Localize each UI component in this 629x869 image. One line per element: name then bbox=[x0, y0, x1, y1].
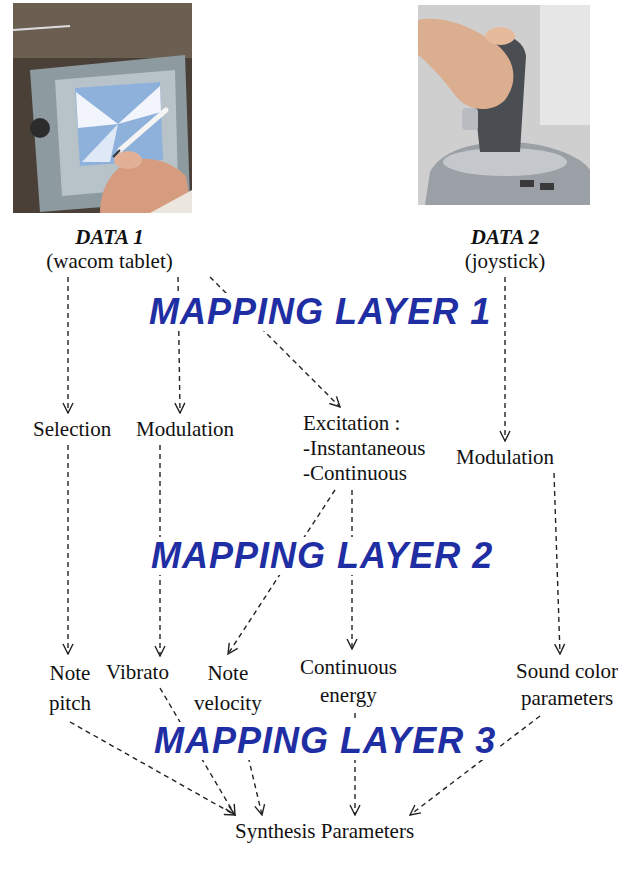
mapping-node: Modulation bbox=[133, 414, 237, 444]
source-heading: DATA 1 bbox=[5, 225, 214, 249]
parameter-node: Note pitch bbox=[46, 655, 94, 721]
tablet-photo bbox=[13, 3, 192, 213]
dashed-arrow bbox=[67, 277, 68, 413]
node-text: -Continuous bbox=[303, 461, 425, 486]
node-text: Sound color parameters bbox=[515, 658, 619, 712]
data-source: DATA 2(joystick) bbox=[430, 222, 580, 276]
node-text: Excitation : bbox=[303, 411, 425, 436]
dashed-arrow bbox=[554, 473, 560, 654]
node-text: -Instantaneous bbox=[303, 436, 425, 461]
synthesis-node: Synthesis Parameters bbox=[232, 816, 417, 846]
layer-title: MAPPING LAYER 3 bbox=[150, 722, 500, 760]
dashed-arrow bbox=[504, 277, 505, 441]
node-text: (wacom tablet) bbox=[5, 249, 214, 273]
node-text: Selection bbox=[33, 417, 111, 441]
joystick-photo bbox=[418, 5, 590, 205]
parameter-node: Continuous energy bbox=[297, 650, 400, 712]
data-source: DATA 1(wacom tablet) bbox=[2, 222, 217, 276]
parameter-node: Vibrato bbox=[103, 657, 172, 687]
mapping-node: Modulation bbox=[453, 442, 557, 472]
parameter-node: Sound color parameters bbox=[512, 655, 622, 715]
source-heading: DATA 2 bbox=[433, 225, 577, 249]
node-text: Continuous energy bbox=[300, 653, 397, 709]
node-text: Note pitch bbox=[49, 658, 91, 718]
mapping-node: Selection bbox=[30, 414, 114, 444]
node-text: Note velocity bbox=[194, 658, 262, 718]
node-text: Synthesis Parameters bbox=[235, 819, 414, 843]
node-text: (joystick) bbox=[433, 249, 577, 273]
dashed-arrow bbox=[67, 445, 68, 654]
mapping-node: Excitation :-Instantaneous-Continuous bbox=[300, 408, 428, 489]
node-text: Modulation bbox=[136, 417, 234, 441]
layer-title: MAPPING LAYER 2 bbox=[147, 537, 497, 575]
node-text: Modulation bbox=[456, 445, 554, 469]
node-text: Vibrato bbox=[106, 660, 169, 684]
layer-title: MAPPING LAYER 1 bbox=[145, 293, 495, 331]
parameter-node: Note velocity bbox=[191, 655, 265, 721]
